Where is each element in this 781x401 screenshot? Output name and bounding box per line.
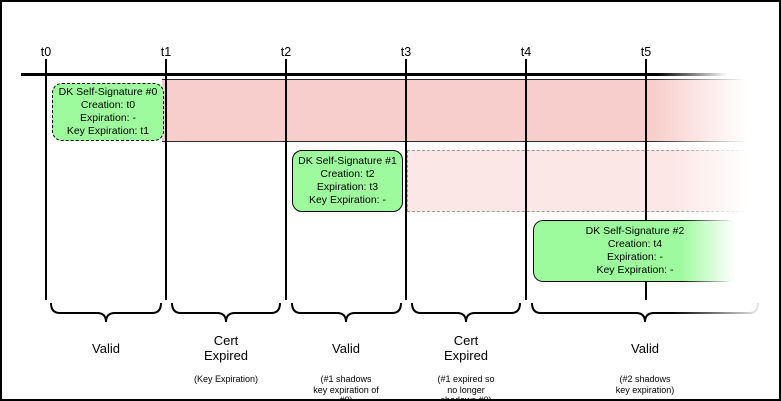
tick-line-t1 [165, 59, 167, 300]
signature-creation: Creation: t4 [607, 238, 663, 250]
section-label-2: Valid (#1 shadows key expiration of #0) [266, 332, 426, 401]
section-note: (#1 expired so no longer shadows #0) [437, 374, 495, 401]
section-label-4: Valid (#2 shadows key expiration) [565, 332, 725, 395]
tick-line-t5 [645, 59, 647, 300]
section-label-1: Cert Expired (Key Expiration) [146, 332, 306, 385]
brace-section-4 [531, 303, 759, 323]
section-status: Cert Expired [203, 333, 249, 363]
brace-section-3 [411, 303, 521, 323]
tick-label-t4: t4 [520, 45, 532, 59]
signature-expiration: Expiration: t3 [316, 181, 379, 193]
signature-box-1: DK Self-Signature #1 Creation: t2 Expira… [292, 150, 403, 212]
signature-creation: Creation: t2 [320, 168, 375, 180]
brace-section-2 [291, 303, 402, 323]
brace-section-0 [50, 303, 162, 323]
brace-section-1 [171, 303, 281, 323]
signature-box-2: DK Self-Signature #2 Creation: t4 Expira… [533, 220, 737, 282]
section-status: Valid [92, 340, 120, 356]
signature-key-expiration: Key Expiration: - [596, 264, 674, 276]
section-note: (Key Expiration) [193, 374, 259, 384]
tick-label-t5: t5 [640, 45, 652, 59]
cert-expired-band-shadowed [407, 150, 749, 212]
tick-label-t3: t3 [400, 45, 412, 59]
signature-box-0: DK Self-Signature #0 Creation: t0 Expira… [52, 83, 164, 141]
tick-label-t1: t1 [160, 45, 172, 59]
section-label-3: Cert Expired (#1 expired so no longer sh… [386, 332, 546, 401]
cert-expired-band-0 [162, 79, 747, 142]
tick-line-t3 [405, 59, 407, 300]
timeline-axis [21, 73, 728, 76]
signature-expiration: Expiration: - [79, 112, 137, 124]
section-status: Cert Expired [443, 333, 489, 363]
signature-title: DK Self-Signature #1 [298, 155, 397, 167]
tick-line-t2 [285, 59, 287, 300]
signature-creation: Creation: t0 [80, 99, 136, 111]
section-label-0: Valid [26, 332, 186, 374]
section-note: (#2 shadows key expiration) [615, 374, 675, 395]
tick-line-t4 [525, 59, 527, 300]
section-status: Valid [631, 340, 659, 356]
tick-line-t0 [45, 59, 47, 300]
signature-key-expiration: Key Expiration: t1 [66, 125, 150, 137]
signature-expiration: Expiration: - [606, 251, 664, 263]
tick-label-t2: t2 [280, 45, 292, 59]
tick-label-t0: t0 [40, 45, 52, 59]
signature-title: DK Self-Signature #0 [58, 86, 158, 98]
section-note: (#1 shadows key expiration of #0) [313, 374, 379, 401]
signature-key-expiration: Key Expiration: - [308, 194, 387, 206]
section-status: Valid [332, 340, 360, 356]
signature-title: DK Self-Signature #2 [585, 225, 685, 237]
